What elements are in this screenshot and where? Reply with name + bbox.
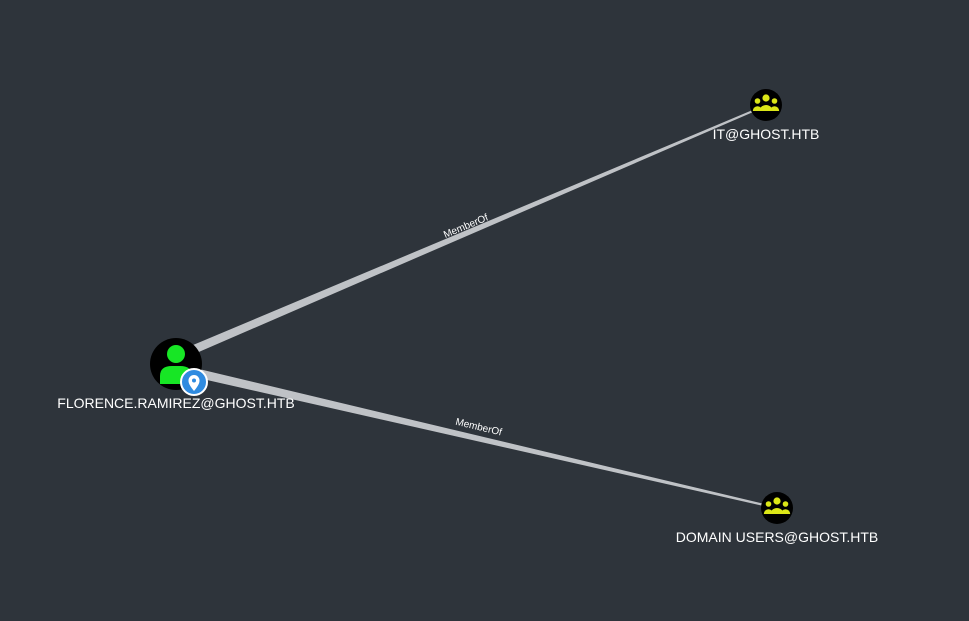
- edge-memberof-it-line[interactable]: [174, 104, 767, 361]
- location-pin-icon: [180, 368, 208, 396]
- node-group-domain-users-circle[interactable]: [761, 492, 793, 524]
- group-icon: [752, 94, 780, 111]
- node-group-domain-users-label: DOMAIN USERS@GHOST.HTB: [676, 529, 878, 545]
- edge-memberof-domain-users-line[interactable]: [176, 364, 777, 509]
- node-group-domain-users[interactable]: DOMAIN USERS@GHOST.HTB: [676, 492, 878, 545]
- group-icon: [763, 497, 791, 514]
- node-user-florence-ramirez[interactable]: FLORENCE.RAMIREZ@GHOST.HTB: [57, 338, 295, 411]
- node-user-label: FLORENCE.RAMIREZ@GHOST.HTB: [57, 395, 294, 411]
- node-group-it-circle[interactable]: [750, 89, 782, 121]
- node-group-it[interactable]: IT@GHOST.HTB: [713, 89, 820, 142]
- node-group-it-label: IT@GHOST.HTB: [713, 126, 820, 142]
- edge-memberof-it[interactable]: MemberOf: [174, 104, 767, 361]
- edge-memberof-domain-users[interactable]: MemberOf: [176, 364, 777, 509]
